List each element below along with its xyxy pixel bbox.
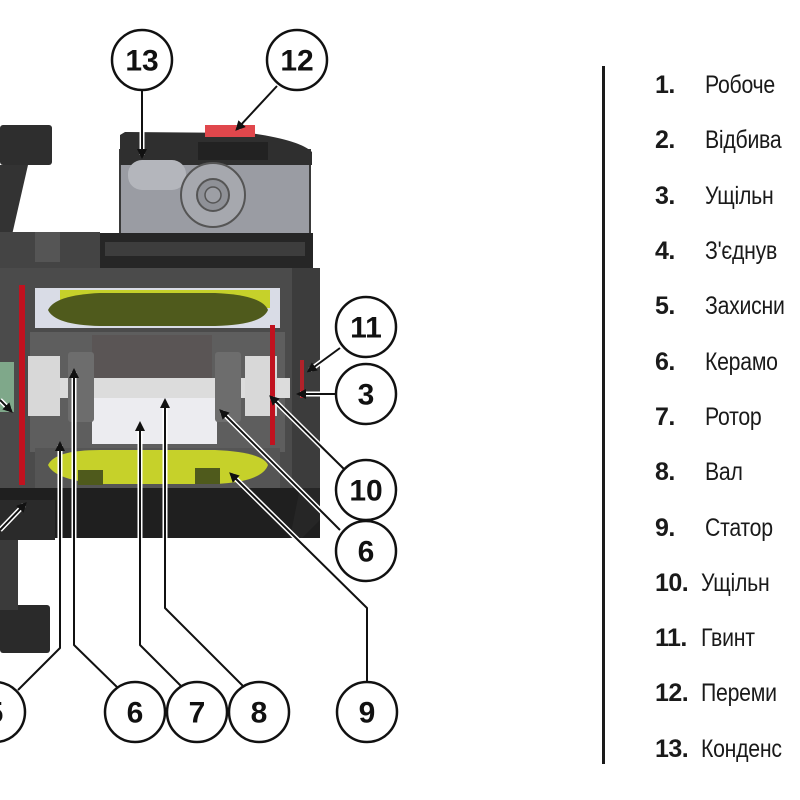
legend-label: Керамо	[705, 347, 778, 376]
callout-3: 3	[334, 362, 398, 426]
leader-6-right	[219, 409, 342, 532]
inlet-flange-neck	[0, 165, 28, 235]
leader-6-bottom	[69, 368, 120, 690]
callout-5: 5	[0, 681, 27, 743]
legend-divider	[602, 66, 605, 764]
legend-number: 11.	[655, 624, 687, 653]
legend-label: Вал	[705, 458, 743, 487]
leader-4	[0, 502, 27, 532]
legend-number: 6.	[655, 347, 675, 376]
inlet-flange-bottom	[0, 605, 50, 653]
legend-item: 10. Ущільн	[655, 556, 800, 611]
legend-label: Захисни	[705, 292, 785, 321]
leader-12	[235, 84, 279, 131]
ceramic-bearing-right	[215, 352, 241, 422]
legend-label: Конденс	[701, 734, 782, 763]
legend-item: 13. Конденс	[655, 722, 800, 777]
callout-12-label: 12	[280, 45, 313, 78]
legend-number: 12.	[655, 679, 689, 708]
capacitor-element	[128, 160, 186, 190]
legend-item: 11. Гвинт	[655, 611, 800, 666]
callout-6-bottom-label: 6	[127, 697, 144, 730]
o-ring-right	[270, 325, 275, 445]
legend-number: 1.	[655, 71, 675, 100]
legend-number: 13.	[655, 734, 689, 763]
callout-8-label: 8	[251, 697, 268, 730]
callout-8: 8	[227, 680, 291, 744]
legend-number: 10.	[655, 568, 689, 597]
leader-10	[269, 395, 347, 472]
callout-6-right: 6	[334, 519, 398, 583]
legend-label: Відбива	[705, 126, 782, 155]
callout-7-label: 7	[189, 697, 206, 730]
callout-13-label: 13	[125, 45, 158, 78]
legend-number: 9.	[655, 513, 675, 542]
legend-item: 2. Відбива	[655, 113, 800, 168]
inlet-flange-top	[0, 125, 52, 165]
legend-number: 8.	[655, 458, 675, 487]
callout-5-label: 5	[0, 697, 3, 730]
legend-number: 4.	[655, 237, 675, 266]
callout-6-bottom: 6	[103, 680, 167, 744]
pump-body	[0, 125, 320, 653]
callout-11-label: 11	[350, 312, 382, 345]
callout-9-label: 9	[359, 697, 376, 730]
leader-9	[229, 472, 370, 682]
legend-label: З'єднув	[705, 237, 778, 266]
legend-label: Робоче	[705, 71, 775, 100]
callout-11: 11	[334, 295, 398, 359]
motor-casing-right	[292, 268, 320, 498]
switch-body	[198, 142, 268, 160]
terminal-nut-hole	[204, 186, 222, 204]
leader-5	[16, 441, 65, 692]
stator-top-winding	[48, 293, 268, 326]
callout-10: 10	[334, 458, 398, 522]
callout-10-label: 10	[349, 475, 382, 508]
bearing-housing-left	[28, 356, 60, 416]
legend-number: 7.	[655, 402, 675, 431]
housing-top-stripe	[105, 242, 305, 256]
legend-label: Ущільн	[705, 181, 774, 210]
parts-legend: 1. Робоче 2. Відбива 3. Ущільн 4. З'єднув 5.…	[655, 58, 800, 777]
leader-7	[135, 421, 185, 690]
callout-13: 13	[110, 28, 174, 92]
switch-red-button	[205, 125, 255, 137]
legend-item: 3. Ущільн	[655, 169, 800, 224]
legend-label: Ротор	[705, 402, 762, 431]
legend-item: 9. Статор	[655, 500, 800, 555]
screw-seal-red	[300, 360, 304, 398]
o-ring-left	[19, 285, 25, 485]
leader-lines	[0, 84, 370, 692]
leader-8	[160, 398, 247, 690]
callout-12: 12	[265, 28, 329, 92]
callout-9: 9	[335, 680, 399, 744]
legend-item: 8. Вал	[655, 445, 800, 500]
legend-label: Ущільн	[701, 568, 770, 597]
housing-left-shoulder	[35, 232, 60, 262]
legend-label: Статор	[705, 513, 773, 542]
legend-item: 12. Переми	[655, 666, 800, 721]
callout-7: 7	[165, 680, 229, 744]
legend-number: 3.	[655, 181, 675, 210]
stator-bottom-dark-right	[195, 468, 220, 484]
callouts: 13 12 11 3 10 6 5 6	[0, 28, 399, 744]
legend-number: 5.	[655, 292, 675, 321]
legend-item: 7. Ротор	[655, 390, 800, 445]
legend-label: Переми	[701, 679, 777, 708]
stator-bottom-dark-left	[78, 470, 103, 485]
legend-item: 6. Керамо	[655, 334, 800, 389]
coupling	[0, 362, 14, 412]
callout-3-label: 3	[358, 379, 375, 412]
rotor-can-lower	[92, 398, 217, 444]
legend-label: Гвинт	[701, 624, 755, 653]
leader-left-upper	[0, 398, 13, 413]
legend-item: 4. З'єднув	[655, 224, 800, 279]
leader-11	[306, 345, 342, 373]
legend-number: 2.	[655, 126, 675, 155]
legend-item: 5. Захисни	[655, 279, 800, 334]
rotor-can-upper	[92, 335, 212, 383]
callout-6-right-label: 6	[358, 536, 375, 569]
legend-item: 1. Робоче	[655, 58, 800, 113]
